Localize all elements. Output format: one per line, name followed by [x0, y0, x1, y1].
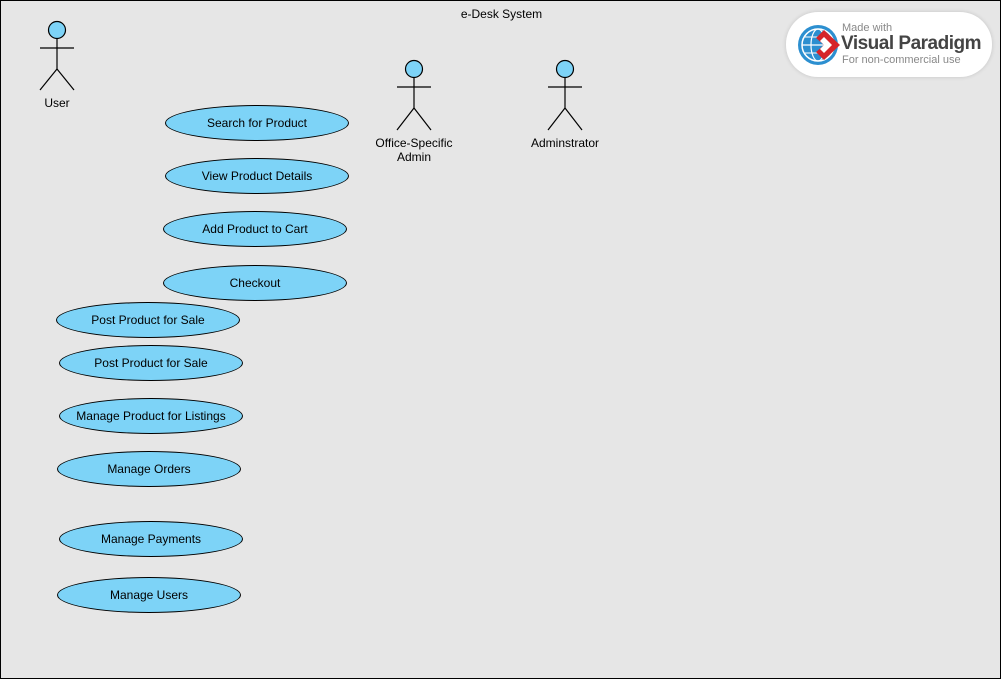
system-title: e-Desk System: [460, 7, 543, 21]
visual-paradigm-logo-icon: [798, 25, 840, 65]
watermark-line2: Visual Paradigm: [841, 33, 982, 54]
usecase-manage-users[interactable]: Manage Users: [57, 577, 241, 613]
actor-office-admin-label: Office-Specific Admin: [375, 136, 453, 164]
actor-administrator-head: [555, 59, 575, 79]
watermark-line3: For non-commercial use: [842, 54, 961, 66]
usecase-search-for-product[interactable]: Search for Product: [165, 105, 349, 141]
actor-user-head: [47, 20, 67, 40]
actor-user-label: User: [44, 96, 70, 110]
usecase-add-product-to-cart[interactable]: Add Product to Cart: [163, 211, 347, 247]
actor-user-figure[interactable]: [39, 20, 75, 91]
watermark-line1: Made with: [842, 22, 893, 34]
actor-office-admin-figure[interactable]: [396, 59, 432, 131]
usecase-checkout[interactable]: Checkout: [163, 265, 347, 301]
usecase-post-product-for-sale[interactable]: Post Product for Sale: [56, 302, 240, 338]
actor-office-admin-head: [404, 59, 424, 79]
usecase-post-product-for-sale-2[interactable]: Post Product for Sale: [59, 345, 243, 381]
actor-administrator-figure[interactable]: [547, 59, 583, 131]
usecase-manage-payments[interactable]: Manage Payments: [59, 521, 243, 557]
usecase-view-product-details[interactable]: View Product Details: [165, 158, 349, 194]
actor-administrator-label: Adminstrator: [530, 136, 600, 150]
watermark-badge: Made with Visual Paradigm For non-commer…: [786, 12, 992, 77]
usecase-manage-product-listings[interactable]: Manage Product for Listings: [59, 398, 243, 434]
usecase-manage-orders[interactable]: Manage Orders: [57, 451, 241, 487]
